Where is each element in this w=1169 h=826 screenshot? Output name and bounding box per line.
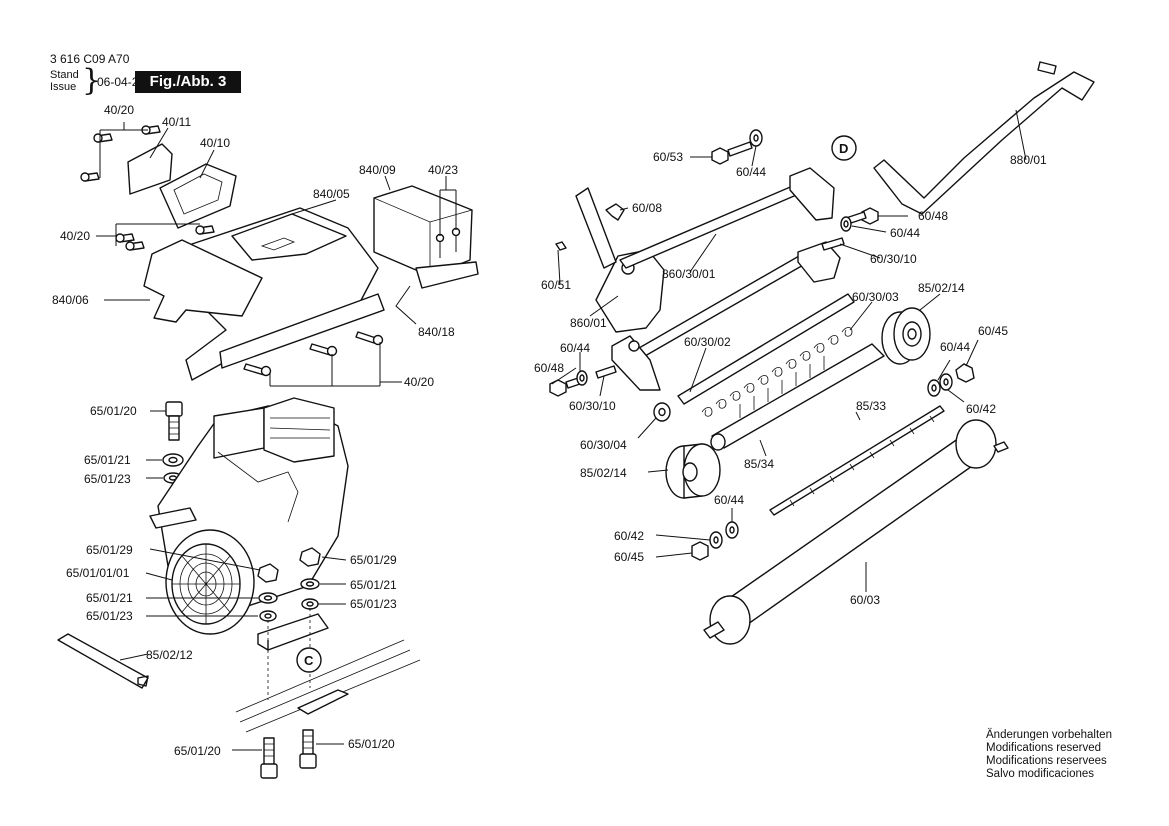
callout-85-33: 85/33 [856,399,886,413]
callout-40-20-a: 40/20 [104,103,134,117]
engine-bolts-bottom [260,729,317,779]
callout-60-44-c: 60/44 [940,340,970,354]
callout-60-53: 60/53 [653,150,683,164]
fasteners-60-45-right [927,363,975,397]
callout-60-30-10-b: 60/30/10 [569,399,616,413]
callout-65-01-20-a: 65/01/20 [90,404,137,418]
callout-60-51: 60/51 [541,278,571,292]
engine-bolt-top [165,401,183,441]
callout-60-44-b: 60/44 [890,226,920,240]
issue-label: Issue [50,81,77,93]
callout-65-01-20-c: 65/01/20 [348,737,395,751]
document-number: 3 616 C09 A70 [50,52,130,66]
callout-60-45-a: 60/45 [978,324,1008,338]
gasket-frame [159,163,237,229]
roller-60-03 [703,419,1009,645]
main-guard [165,207,385,381]
notice-line-de: Änderungen vorbehalten [986,729,1112,741]
callout-d-circle [831,135,857,161]
callout-880-01: 880/01 [1010,153,1047,167]
brace-glyph: } [82,63,102,98]
fasteners-right [257,547,321,700]
notice-line-es: Salvo modificaciones [986,768,1095,780]
wheel-bottom [665,443,721,499]
callout-65-01-01-01: 65/01/01/01 [66,566,130,580]
callout-85-34: 85/34 [744,457,774,471]
callout-d: D [839,141,848,156]
side-plate-left [595,249,665,333]
wheel-top [881,307,931,365]
callout-60-30-10-a: 60/30/10 [870,252,917,266]
screws-40-20-bottom [243,331,384,377]
fasteners-bottom [691,521,739,561]
callout-60-45-b: 60/45 [614,550,644,564]
recoil-starter [165,529,255,635]
stand-label: Stand [50,69,79,81]
notice-line-fr: Modifications reservees [986,755,1107,767]
callout-40-10: 40/10 [200,136,230,150]
callout-60-08: 60/08 [632,201,662,215]
callout-65-01-21-b: 65/01/21 [86,591,133,605]
callout-c: C [304,653,314,668]
callout-60-44-d: 60/44 [560,341,590,355]
callout-840-09: 840/09 [359,163,396,177]
callout-labels: 40/20 40/11 40/10 40/20 840/06 840/05 84… [52,103,1047,758]
threaded-rod-85-33 [769,405,945,516]
fasteners-60-48-left [549,365,617,397]
callout-60-30-03: 60/30/03 [852,290,899,304]
callout-40-23: 40/23 [428,163,458,177]
side-bracket [143,239,263,323]
callout-65-01-23-a: 65/01/23 [84,472,131,486]
callout-860-30-01: 860/30/01 [662,267,716,281]
spring-row [701,327,853,418]
callout-40-20-b: 40/20 [60,229,90,243]
callout-85-02-14-b: 85/02/14 [580,466,627,480]
engine-assembly [57,397,421,779]
callout-40-20-c: 40/20 [404,375,434,389]
callout-85-02-12: 85/02/12 [146,648,193,662]
clip-60-08 [605,203,625,221]
callout-60-42-a: 60/42 [966,402,996,416]
callout-860-01: 860/01 [570,316,607,330]
callout-60-44-e: 60/44 [714,493,744,507]
callout-60-30-04: 60/30/04 [580,438,627,452]
modification-notice: Änderungen vorbehalten Modifications res… [986,729,1112,781]
callout-65-01-23-c: 65/01/23 [350,597,397,611]
callout-60-42-b: 60/42 [614,529,644,543]
callout-60-48-a: 60/48 [918,209,948,223]
notice-line-en: Modifications reserved [986,742,1102,754]
callout-60-48-b: 60/48 [534,361,564,375]
reel-assembly [549,61,1095,645]
box-bracket [373,185,479,289]
handle-bar [873,71,1095,215]
figure-label: Fig./Abb. 3 [135,71,241,93]
callout-65-01-20-b: 65/01/20 [174,744,221,758]
callout-65-01-21-c: 65/01/21 [350,578,397,592]
rod-60-30-02 [677,293,855,405]
callout-840-18: 840/18 [418,325,455,339]
callout-840-06: 840/06 [52,293,89,307]
callout-65-01-23-b: 65/01/23 [86,609,133,623]
callout-65-01-29-b: 65/01/29 [350,553,397,567]
callout-40-11: 40/11 [162,115,191,129]
guard-assembly [80,122,479,387]
hex-key [57,633,149,689]
callout-60-30-02: 60/30/02 [684,335,731,349]
screw-40-20-top [80,125,215,251]
fasteners-60-48-right [821,207,879,251]
callout-65-01-29-a: 65/01/29 [86,543,133,557]
callout-840-05: 840/05 [313,187,350,201]
bolt-60-53 [711,129,763,165]
callout-c-circle [296,647,322,673]
callout-85-02-14-a: 85/02/14 [918,281,965,295]
callout-60-44-a: 60/44 [736,165,766,179]
callout-65-01-21-a: 65/01/21 [84,453,131,467]
issue-date: 06-04-26 [97,75,146,89]
callout-60-03: 60/03 [850,593,880,607]
